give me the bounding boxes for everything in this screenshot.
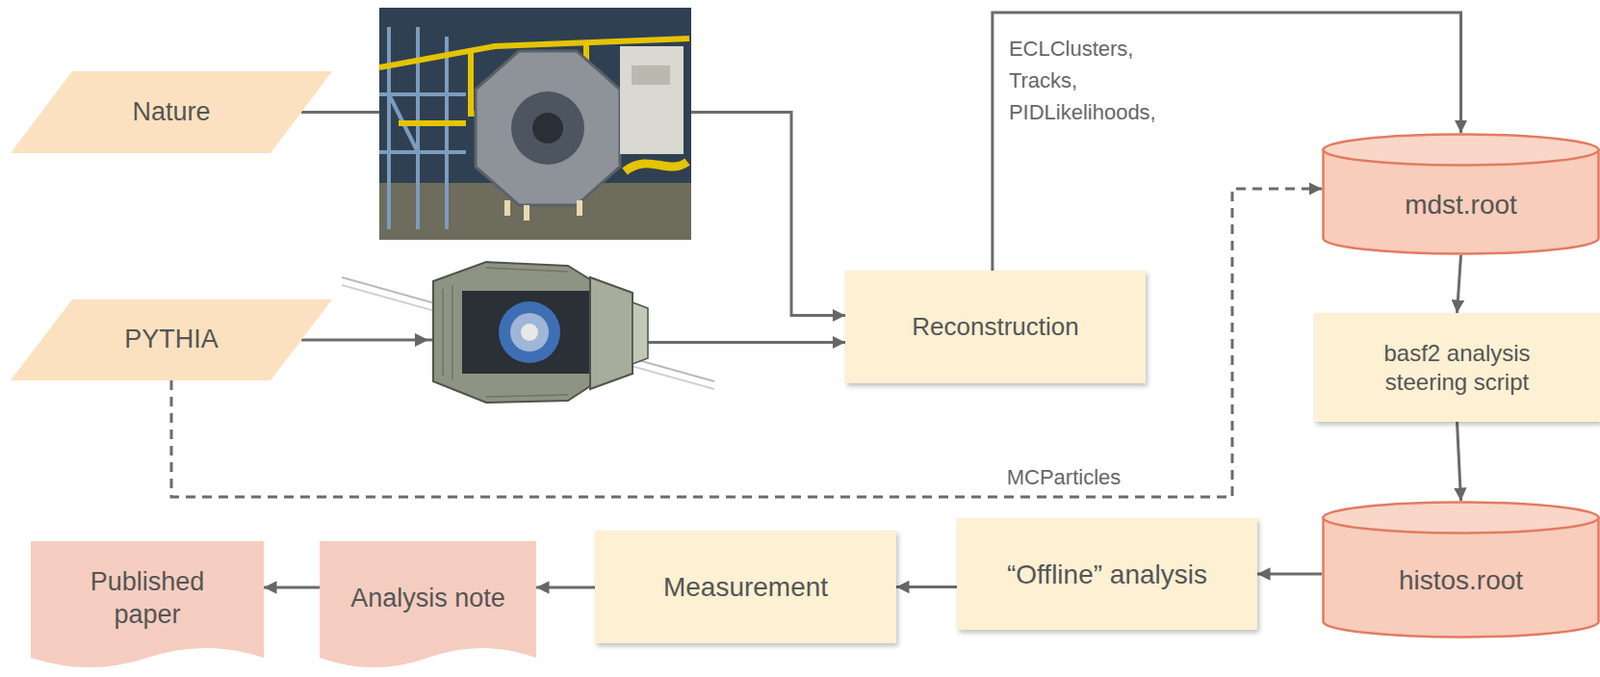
- cylinder-top: [1323, 134, 1600, 166]
- connector-arrow: [1457, 421, 1462, 501]
- connector-arrow: [1457, 255, 1462, 313]
- edge-label: MCParticles: [1004, 461, 1125, 493]
- connector-arrow: [896, 585, 957, 589]
- input-parallelogram: PYTHIA: [10, 299, 333, 381]
- document-shape: Published paper: [30, 541, 264, 677]
- database-cylinder: mdst.root: [1321, 132, 1600, 256]
- document-shape: Analysis note: [319, 541, 537, 677]
- edge-label: ECLClusters, Tracks, PIDLikelihoods,: [1006, 32, 1160, 129]
- connector-arrow: [536, 586, 595, 590]
- connector-arrow: [1257, 572, 1322, 576]
- process-box: “Offline” analysis: [956, 517, 1258, 630]
- node-text: “Offline” analysis: [1006, 557, 1208, 592]
- node-text: Nature: [131, 96, 210, 130]
- arrowhead: [414, 333, 429, 347]
- document-fill: [30, 541, 264, 668]
- input-parallelogram: Nature: [10, 71, 333, 154]
- parallelogram-fill: [10, 299, 333, 381]
- node-text: PYTHIA: [124, 323, 219, 357]
- connector-arrow: [263, 586, 320, 590]
- cylinder-body: [1323, 517, 1600, 638]
- detector-drawing: [341, 259, 715, 405]
- experiment-photo: [379, 7, 692, 240]
- process-box: basf2 analysis steering script: [1314, 312, 1600, 422]
- node-text: Reconstruction: [911, 310, 1079, 343]
- cylinder-top: [1323, 502, 1600, 534]
- node-text: Published paper: [70, 566, 225, 632]
- parallelogram-fill: [10, 71, 333, 154]
- database-cylinder: histos.root: [1321, 500, 1600, 639]
- node-text: Analysis note: [350, 582, 506, 616]
- document-fill: [319, 541, 537, 668]
- connector-arrow: [171, 188, 1322, 497]
- process-box: Reconstruction: [845, 270, 1146, 384]
- node-text: basf2 analysis steering script: [1351, 338, 1564, 397]
- node-text: mdst.root: [1404, 187, 1518, 222]
- node-text: Measurement: [663, 569, 828, 604]
- node-text: histos.root: [1398, 563, 1523, 597]
- process-box: Measurement: [594, 530, 897, 644]
